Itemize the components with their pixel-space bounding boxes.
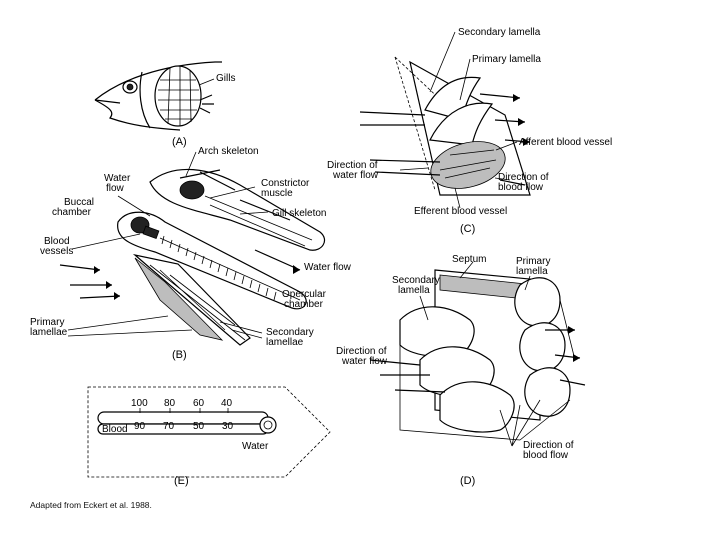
opercular-chamber-label-2: chamber xyxy=(284,299,324,310)
c-secondary-lamella-label: Secondary lamella xyxy=(458,27,541,38)
c-direction-blood-label: Direction of xyxy=(498,172,549,183)
blood-tube xyxy=(97,411,269,425)
water-flow-label-2: flow xyxy=(106,183,125,194)
buccal-chamber-label: Buccal xyxy=(64,197,94,208)
blood-vessels-label-2: vessels xyxy=(40,246,73,257)
panel-a-fish-head xyxy=(94,61,222,131)
d-direction-water-label: Direction of xyxy=(336,346,387,357)
gill-skeleton-label: Gill skeleton xyxy=(272,208,326,219)
scale-bottom-70: 70 xyxy=(163,421,175,432)
tube-end-icon xyxy=(259,416,277,434)
scale-bottom-30: 30 xyxy=(222,421,234,432)
gills-icon xyxy=(154,65,202,127)
d-direction-blood-label: Direction of xyxy=(523,440,574,451)
gills-label: Gills xyxy=(216,73,235,84)
arch-skeleton-label: Arch skeleton xyxy=(198,146,259,157)
panel-d-label: (D) xyxy=(460,475,475,487)
water-flow-label: Water xyxy=(104,173,131,184)
source-caption: Adapted from Eckert et al. 1988. xyxy=(30,500,152,510)
scale-top-60: 60 xyxy=(193,398,205,409)
c-efferent-label: Efferent blood vessel xyxy=(414,206,507,217)
c-direction-blood-label-2: blood flow xyxy=(498,182,544,193)
opercular-chamber-label: Opercular xyxy=(282,289,327,300)
c-afferent-label: Afferent blood vessel xyxy=(519,137,612,148)
panel-d-lamellae-block xyxy=(369,261,586,447)
panel-b-label: (B) xyxy=(172,349,187,361)
secondary-lamellae-label-2: lamellae xyxy=(266,337,304,348)
primary-lamellae-label-2: lamellae xyxy=(30,327,68,338)
panel-a-label: (A) xyxy=(172,136,187,148)
d-primary-lamella-label-2: lamella xyxy=(516,266,548,277)
panel-e-label: (E) xyxy=(174,475,189,487)
d-primary-lamella-label: Primary xyxy=(516,256,550,267)
d-secondary-lamella-label-2: lamella xyxy=(398,285,430,296)
scale-top-80: 80 xyxy=(164,398,176,409)
c-direction-water-label-2: water flow xyxy=(332,170,379,181)
blood-label: Blood xyxy=(102,424,128,435)
water-label: Water xyxy=(242,441,269,452)
panel-c-lamella xyxy=(359,31,531,209)
primary-lamellae-label: Primary xyxy=(30,317,64,328)
c-direction-water-label: Direction of xyxy=(327,160,378,171)
d-direction-blood-label-2: blood flow xyxy=(523,450,569,461)
panel-c-label: (C) xyxy=(460,223,475,235)
d-septum-label: Septum xyxy=(452,254,486,265)
scale-top-100: 100 xyxy=(131,398,148,409)
panel-b-gill-arch xyxy=(59,151,325,346)
secondary-lamellae-label: Secondary xyxy=(266,327,314,338)
d-direction-water-label-2: water flow xyxy=(341,356,388,367)
constrictor-muscle-label: Constrictor xyxy=(261,178,310,189)
scale-top-40: 40 xyxy=(221,398,233,409)
scale-bottom-50: 50 xyxy=(193,421,205,432)
blood-vessels-label: Blood xyxy=(44,236,70,247)
buccal-chamber-label-2: chamber xyxy=(52,207,92,218)
panel-e-countercurrent xyxy=(87,386,331,478)
scale-bottom-90: 90 xyxy=(134,421,146,432)
constrictor-muscle-label-2: muscle xyxy=(261,188,293,199)
d-secondary-lamella-label: Secondary xyxy=(392,275,440,286)
water-flow-b-label: Water flow xyxy=(304,262,352,273)
c-primary-lamella-label: Primary lamella xyxy=(472,54,541,65)
